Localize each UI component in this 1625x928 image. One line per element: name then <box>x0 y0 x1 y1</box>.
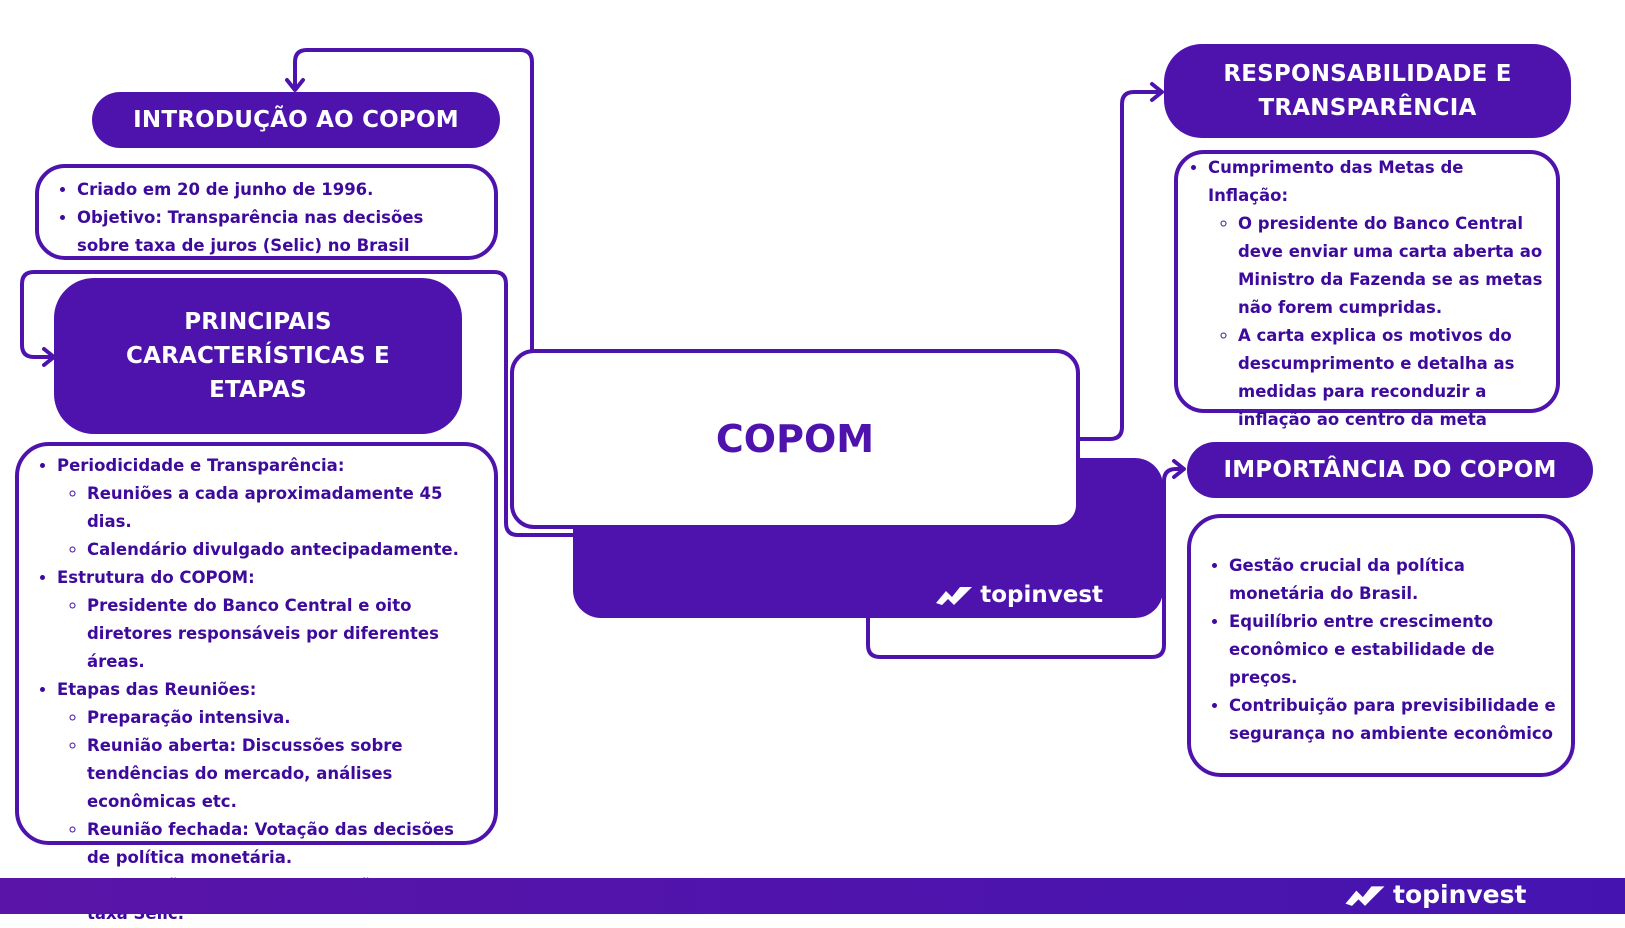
footer-bar: topinvest <box>0 878 1625 914</box>
intro-item: Objetivo: Transparência nas decisões sob… <box>77 204 480 260</box>
center-title: COPOM <box>715 417 875 461</box>
group-item: Presidente do Banco Central e oito diret… <box>87 592 480 676</box>
importancia-item: Contribuição para previsibilidade e segu… <box>1229 692 1557 748</box>
arrow-importancia <box>1172 459 1186 479</box>
group-label: Periodicidade e Transparência: <box>57 456 345 475</box>
caracteristicas-box: Periodicidade e Transparência: Reuniões … <box>15 442 498 923</box>
topinvest-logo-icon <box>936 587 973 605</box>
group-item: O presidente do Banco Central deve envia… <box>1238 210 1548 322</box>
intro-box: Criado em 20 de junho de 1996. Objetivo:… <box>35 164 498 260</box>
caracteristicas-group: Periodicidade e Transparência: Reuniões … <box>57 452 480 564</box>
responsabilidade-title-pill: RESPONSABILIDADE E TRANSPARÊNCIA <box>1164 44 1571 138</box>
intro-title-pill: INTRODUÇÃO AO COPOM <box>92 92 500 148</box>
group-item: Calendário divulgado antecipadamente. <box>87 536 480 564</box>
topinvest-logo-icon <box>1345 885 1385 906</box>
arrow-responsabilidade <box>1150 82 1164 102</box>
responsabilidade-title: RESPONSABILIDADE E TRANSPARÊNCIA <box>1223 61 1512 121</box>
caracteristicas-title: PRINCIPAIS CARACTERÍSTICAS E ETAPAS <box>126 309 390 403</box>
caracteristicas-list: Periodicidade e Transparência: Reuniões … <box>33 452 480 928</box>
arrow-intro <box>285 78 305 92</box>
center-brand-name: topinvest <box>980 582 1103 608</box>
caracteristicas-group: Estrutura do COPOM: Presidente do Banco … <box>57 564 480 676</box>
importancia-title: IMPORTÂNCIA DO COPOM <box>1223 457 1557 483</box>
importancia-title-pill: IMPORTÂNCIA DO COPOM <box>1187 442 1593 498</box>
group-item: Reunião aberta: Discussões sobre tendênc… <box>87 732 480 816</box>
group-label: Cumprimento das Metas de Inflação: <box>1208 158 1464 205</box>
importancia-list: Gestão crucial da política monetária do … <box>1205 552 1557 748</box>
importancia-item: Gestão crucial da política monetária do … <box>1229 552 1557 608</box>
intro-list: Criado em 20 de junho de 1996. Objetivo:… <box>53 176 480 260</box>
footer-brand: topinvest <box>1343 880 1526 909</box>
responsabilidade-group: Cumprimento das Metas de Inflação: O pre… <box>1208 154 1548 434</box>
center-node: COPOM <box>510 349 1080 529</box>
arrow-caracteristicas <box>42 347 56 367</box>
responsabilidade-list: Cumprimento das Metas de Inflação: O pre… <box>1184 154 1548 434</box>
footer-brand-name: topinvest <box>1393 880 1527 909</box>
group-item: Preparação intensiva. <box>87 704 480 732</box>
importancia-box: Gestão crucial da política monetária do … <box>1187 514 1575 777</box>
group-item: Reunião fechada: Votação das decisões de… <box>87 816 480 872</box>
importancia-item: Equilíbrio entre crescimento econômico e… <box>1229 608 1557 692</box>
center-brand: topinvest <box>934 582 1103 608</box>
group-label: Etapas das Reuniões: <box>57 680 257 699</box>
intro-title: INTRODUÇÃO AO COPOM <box>133 107 459 133</box>
group-item: Reuniões a cada aproximadamente 45 dias. <box>87 480 480 536</box>
intro-item: Criado em 20 de junho de 1996. <box>77 176 480 204</box>
group-label: Estrutura do COPOM: <box>57 568 255 587</box>
caracteristicas-title-pill: PRINCIPAIS CARACTERÍSTICAS E ETAPAS <box>54 278 462 434</box>
connector-responsabilidade <box>1078 90 1162 441</box>
group-item: A carta explica os motivos do descumprim… <box>1238 322 1548 434</box>
responsabilidade-box: Cumprimento das Metas de Inflação: O pre… <box>1174 150 1560 429</box>
